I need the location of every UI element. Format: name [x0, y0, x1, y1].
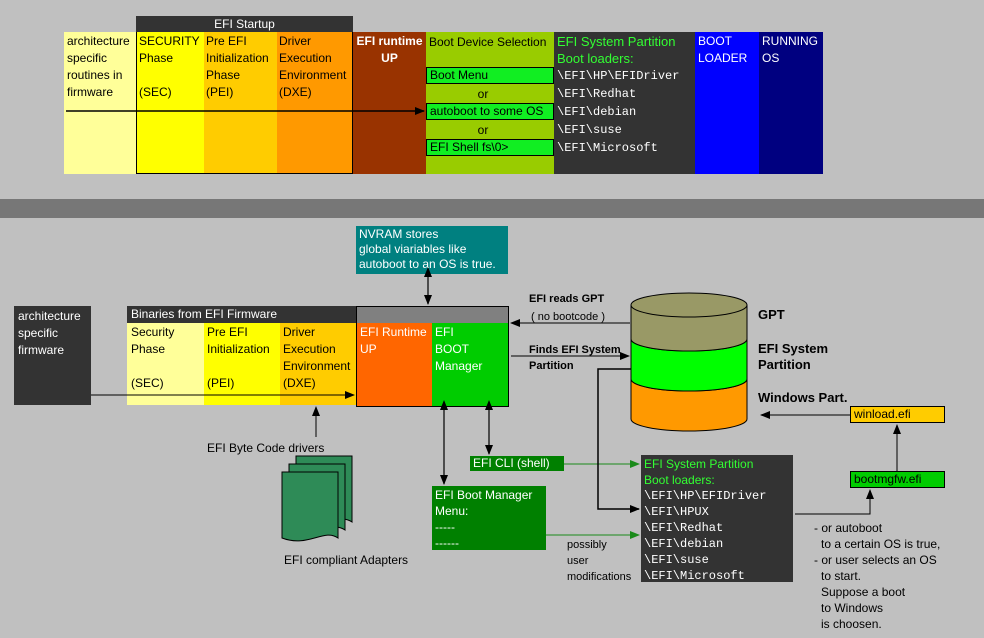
possibly-label: possibly user modifications [567, 539, 632, 583]
adapters-label: EFI compliant Adapters [284, 553, 409, 567]
arrow-disk-to-esp-box [597, 368, 640, 513]
reads-gpt-label: EFI reads GPT [529, 293, 605, 305]
bds-or-2: or [477, 123, 489, 137]
boot-manager-box: EFI BOOT Manager [432, 323, 508, 406]
bm-menu-box: EFI Boot Manager Menu: ----- ------ [432, 486, 546, 550]
bottom-esp-path: \EFI\suse [644, 553, 709, 567]
esp-label: Partition [758, 357, 811, 372]
bottom-esp-path: \EFI\Redhat [644, 521, 724, 535]
bottom-esp-subtitle: Boot loaders: [644, 473, 715, 487]
bds-title: Boot Device Selection [429, 35, 547, 49]
bottom-sec-box: Security Phase (SEC) [127, 323, 204, 405]
top-esp-path: \EFI\Microsoft [557, 141, 658, 155]
windows-part-label: Windows Part. [758, 390, 848, 405]
bottom-esp-path: \EFI\debian [644, 537, 724, 551]
top-arch-box: architecture specific routines in firmwa… [64, 32, 137, 174]
top-runtime-box: EFI runtime UP [353, 32, 426, 174]
bottom-dxe-box: Driver Execution Environment (DXE) [280, 323, 357, 405]
nvram-box: NVRAM stores global viariables like auto… [356, 226, 508, 274]
finds-esp-label: Finds EFI System [529, 344, 621, 356]
bottom-arch-box: architecture specific firmware [14, 306, 91, 405]
bottom-runtime-box: EFI Runtime UP [357, 323, 432, 406]
bottom-esp-box: EFI System Partition Boot loaders: \EFI\… [641, 455, 793, 583]
winload-box: winload.efi [850, 406, 945, 423]
top-esp-title: EFI System Partition [557, 34, 676, 49]
bottom-esp-path: \EFI\Microsoft [644, 569, 745, 583]
bds-or-1: or [477, 87, 489, 101]
top-esp-box: EFI System Partition Boot loaders: \EFI\… [554, 32, 695, 174]
esp-label: EFI System [758, 341, 829, 356]
adapter-cards-icon [281, 455, 353, 542]
gpt-label: GPT [758, 307, 785, 322]
boot-menu-box: Boot Menu [426, 67, 554, 84]
top-dxe-box: Driver Execution Environment (DXE) [277, 32, 353, 174]
efi-shell-box: EFI Shell fs\0> [426, 139, 554, 156]
top-esp-subtitle: Boot loaders: [557, 51, 634, 66]
or-autoboot-note: - or autoboot to a certain OS is true, -… [814, 521, 941, 631]
arrow-esp-to-bootmgfw [795, 489, 874, 515]
top-esp-path: \EFI\suse [557, 123, 622, 137]
disk-icon [630, 292, 748, 432]
top-sec-box: SECURITY Phase (SEC) [136, 32, 204, 174]
top-running-box: RUNNING OS [759, 32, 823, 174]
top-esp-path: \EFI\Redhat [557, 87, 637, 101]
top-pei-box: Pre EFI Initialization Phase (PEI) [204, 32, 277, 174]
top-esp-path: \EFI\debian [557, 105, 637, 119]
top-esp-path: \EFI\HP\EFIDriver [557, 69, 680, 83]
binaries-header: Binaries from EFI Firmware [127, 306, 357, 323]
bytecode-label: EFI Byte Code drivers [207, 441, 325, 455]
bottom-esp-path: \EFI\HP\EFIDriver [644, 489, 767, 503]
top-bootloader-box: BOOT LOADER [695, 32, 759, 174]
efi-startup-header: EFI Startup [136, 16, 353, 32]
bottom-pei-box: Pre EFI Initialization (PEI) [204, 323, 280, 405]
autoboot-box: autoboot to some OS [426, 103, 554, 120]
cli-box: EFI CLI (shell) [470, 456, 564, 471]
finds-esp-label: Partition [529, 360, 574, 372]
bootmgfw-box: bootmgfw.efi [850, 471, 945, 488]
no-bootcode-label: ( no bootcode ) [531, 311, 605, 323]
bottom-esp-path: \EFI\HPUX [644, 505, 709, 519]
bottom-esp-title: EFI System Partition [644, 457, 754, 471]
section-divider [0, 199, 984, 218]
